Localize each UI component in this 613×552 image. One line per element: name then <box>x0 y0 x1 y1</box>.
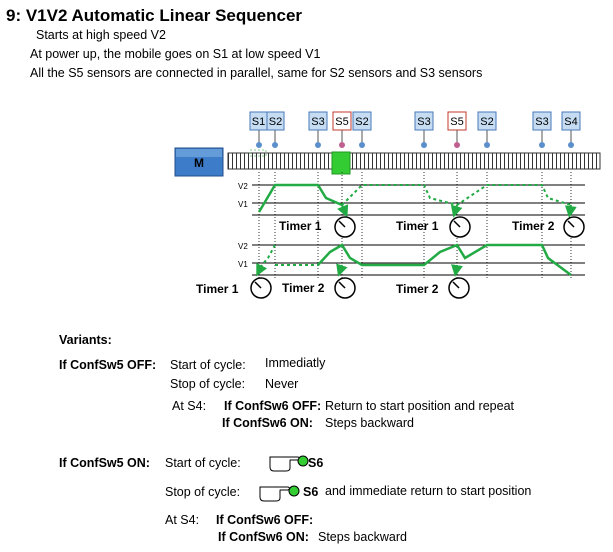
svg-text:S2: S2 <box>355 116 368 128</box>
v2-label-bottom: V2 <box>238 242 248 251</box>
timer-dial-icon <box>250 277 272 299</box>
motor: M <box>174 147 224 177</box>
confsw5-on-label: If ConfSw5 ON: <box>59 456 150 470</box>
sensor-s5: S5 <box>332 111 352 148</box>
timer-label: Timer 1 <box>396 219 439 233</box>
timer-dial-icon <box>449 216 471 238</box>
confsw6-on-label: If ConfSw6 ON: <box>218 530 309 544</box>
intro-line-1: Starts at high speed V2 <box>36 28 166 42</box>
at-s4-label: At S4: <box>165 513 200 527</box>
trace-top-forward <box>257 183 343 213</box>
confsw6-off-label: If ConfSw6 OFF: <box>224 399 322 413</box>
start-position-marker <box>249 149 267 157</box>
intro-line-3: All the S5 sensors are connected in para… <box>30 66 483 80</box>
start-of-cycle-label: Start of cycle: <box>170 358 246 372</box>
v1-label-bottom: V1 <box>238 260 248 269</box>
sensor-row: S1 S2 S3 S5 S2 S3 S5 <box>249 111 581 148</box>
stop-of-cycle-value: Never <box>265 377 299 391</box>
svg-text:S1: S1 <box>252 116 265 128</box>
timer-dial-icon <box>334 216 356 238</box>
timer-label: Timer 2 <box>512 219 555 233</box>
intro-line-2: At power up, the mobile goes on S1 at lo… <box>30 47 321 61</box>
rail <box>227 152 601 170</box>
sensor-s4: S4 <box>561 111 581 148</box>
timer-label: Timer 1 <box>279 219 322 233</box>
sensor-s3: S3 <box>532 111 552 148</box>
sensor-s3: S3 <box>308 111 328 148</box>
timer-label: Timer 1 <box>196 282 239 296</box>
page-title: 9: V1V2 Automatic Linear Sequencer <box>6 6 303 25</box>
svg-text:S4: S4 <box>564 116 577 128</box>
stop-of-cycle-label: Stop of cycle: <box>170 377 246 391</box>
svg-text:S2: S2 <box>480 116 493 128</box>
svg-text:S3: S3 <box>535 116 548 128</box>
confsw6-on-label: If ConfSw6 ON: <box>222 416 313 430</box>
svg-text:M: M <box>194 156 204 170</box>
timer-dial-icon <box>448 277 470 299</box>
v2-label-top: V2 <box>238 182 248 191</box>
sensor-s5: S5 <box>447 111 467 148</box>
pointing-hand-icon <box>269 455 309 472</box>
timer-label: Timer 2 <box>282 281 325 295</box>
confsw6-on-value: Steps backward <box>318 530 407 544</box>
stop-sensor-label: S6 <box>303 485 319 499</box>
svg-text:S2: S2 <box>269 116 282 128</box>
start-sensor-label: S6 <box>308 456 324 470</box>
speed-axes-bottom <box>252 244 585 276</box>
svg-text:S5: S5 <box>335 116 348 128</box>
stop-of-cycle-value: and immediate return to start position <box>325 484 532 498</box>
timer-dial-icon <box>334 277 356 299</box>
sensor-s2: S2 <box>352 111 372 148</box>
pointing-hand-icon <box>259 485 300 502</box>
stop-of-cycle-label: Stop of cycle: <box>165 485 241 499</box>
svg-text:S3: S3 <box>417 116 430 128</box>
start-of-cycle-label: Start of cycle: <box>165 456 241 470</box>
sensor-s2: S2 <box>266 111 285 148</box>
start-of-cycle-value: Immediatly <box>265 356 326 370</box>
sensor-s2: S2 <box>477 111 497 148</box>
sensor-s1: S1 <box>249 111 268 148</box>
confsw6-off-label: If ConfSw6 OFF: <box>216 513 314 527</box>
at-s4-label: At S4: <box>172 399 207 413</box>
v1-label-top: V1 <box>238 200 248 209</box>
sequencer-diagram: S1 S2 S3 S5 S2 S3 S5 <box>174 111 601 299</box>
carriage <box>331 151 351 175</box>
svg-text:S3: S3 <box>311 116 324 128</box>
trace-bottom-backward <box>317 243 572 277</box>
sensor-s3: S3 <box>414 111 434 148</box>
confsw6-off-value: Return to start position and repeat <box>325 399 515 413</box>
confsw5-off-label: If ConfSw5 OFF: <box>59 358 157 372</box>
timer-label: Timer 2 <box>396 282 439 296</box>
svg-text:S5: S5 <box>450 116 463 128</box>
variants-heading: Variants: <box>59 333 112 347</box>
timer-dial-icon <box>563 216 585 238</box>
speed-axes-top <box>252 184 585 216</box>
confsw6-on-value: Steps backward <box>325 416 414 430</box>
